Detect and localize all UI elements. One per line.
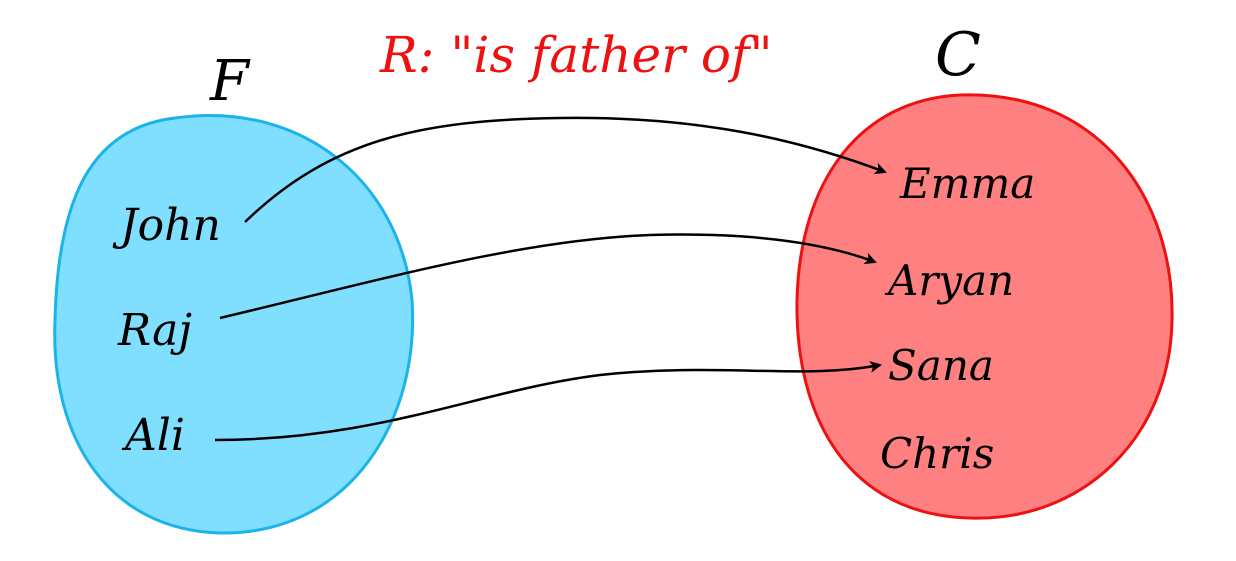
member-john: John	[112, 200, 221, 251]
member-aryan: Aryan	[884, 256, 1014, 305]
father-set-blob	[53, 113, 415, 535]
children-set-label: C	[935, 20, 981, 90]
member-emma: Emma	[899, 159, 1035, 208]
member-sana: Sana	[888, 341, 994, 390]
father-set-label: F	[209, 49, 251, 114]
arrow-ali-sana	[214, 360, 882, 442]
member-chris: Chris	[880, 429, 994, 478]
member-raj: Raj	[117, 305, 192, 356]
arrow-john-emma	[244, 116, 887, 223]
children-set-blob	[795, 93, 1174, 520]
arrow-raj-aryan	[219, 233, 877, 320]
relation-title: R: "is father of"	[379, 26, 773, 84]
member-ali: Ali	[121, 410, 185, 461]
